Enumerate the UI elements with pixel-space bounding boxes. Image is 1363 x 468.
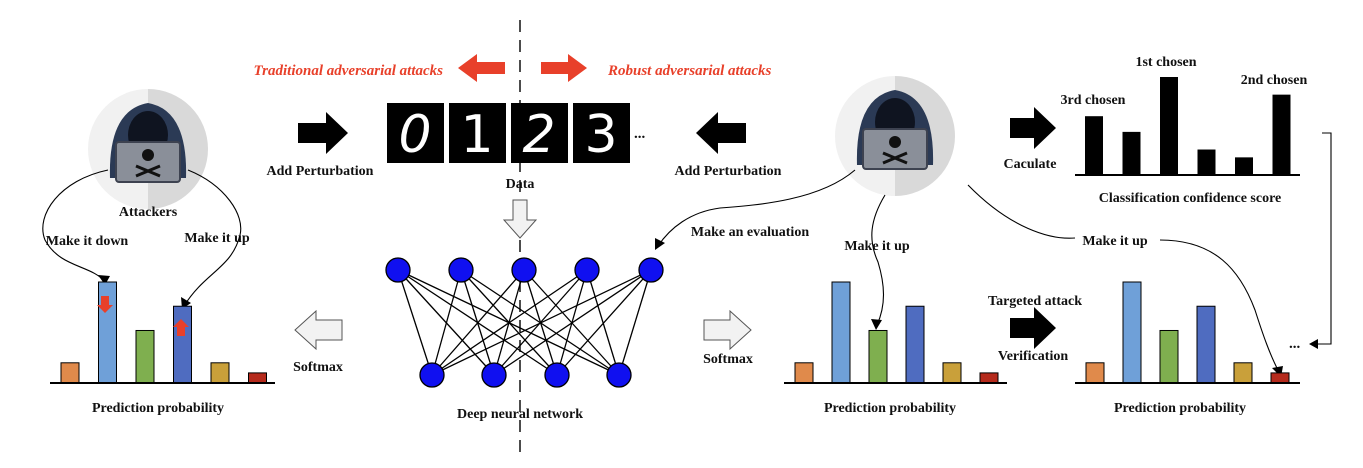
arrow-icon [502,199,538,239]
chart-bar [1085,116,1103,175]
pred-prob-mid-label: Prediction probability [824,401,956,416]
data-images: 0 1 2 3 [387,103,630,165]
digit: 0 [398,105,431,165]
make-down-label: Make it down [46,234,129,249]
hooded-hacker-icon [88,89,208,209]
digit-tile [449,103,506,163]
digit: 2 [522,105,555,165]
chart-bar [173,305,192,384]
arrow-icon [1010,307,1056,349]
prediction-chart-right [1075,281,1300,384]
chart-bar [1122,281,1142,384]
add-perturbation-right: Add Perturbation [675,164,782,179]
arrowhead [1309,339,1318,349]
connector-curve [967,184,1280,373]
chart-bar [1235,157,1253,175]
arrow-icon [1010,107,1056,149]
dnn-label: Deep neural network [457,407,583,422]
third-chosen-label: 3rd chosen [1061,93,1126,108]
chart-bar [1272,94,1291,175]
nn-node [511,257,537,283]
chart-bar [1270,372,1290,384]
chart-bar [1159,329,1179,384]
prediction-chart-mid [784,281,1007,384]
chart-bar [1196,305,1216,384]
connector-curve [871,194,886,326]
second-chosen-label: 2nd chosen [1241,73,1308,88]
chart-bar [1085,362,1105,384]
connector-curve [183,169,242,307]
connector-curve [657,169,856,247]
nn-node [419,362,445,388]
nn-connections [397,269,652,376]
nn-node [385,257,411,283]
digit-tile [387,103,444,163]
chart-bar [868,329,888,384]
arrow-icon [541,54,587,82]
chart-bar [135,329,155,384]
arrowhead [871,319,882,330]
digit: 1 [460,105,493,165]
nn-node [606,362,632,388]
ellipsis-right: ... [1289,336,1301,352]
digit-tile [573,103,630,163]
chart-bar [979,372,999,384]
make-evaluation-label: Make an evaluation [691,225,809,240]
chart-bar [1122,131,1141,175]
make-up-right-label: Make it up [1082,234,1148,249]
arrow-icon [294,309,343,351]
confidence-label: Classification confidence score [1099,191,1282,206]
chart-bar [248,372,267,384]
softmax-left: Softmax [293,360,343,375]
data-ellipsis: ... [634,126,646,142]
digit-tile [511,103,568,163]
attackers-label: Attackers [119,205,178,220]
nn-node [544,362,570,388]
chart-bar [210,362,230,384]
arrow-icon [458,54,505,82]
chart-bar [831,281,851,384]
nn-node [638,257,664,283]
add-perturbation-left: Add Perturbation [267,164,374,179]
softmax-right: Softmax [703,352,753,367]
nn-node [481,362,507,388]
make-up-mid-label: Make it up [844,239,910,254]
caculate-label: Caculate [1004,157,1057,172]
chart-bar [60,362,80,384]
chart-bar [942,362,962,384]
make-up-left-label: Make it up [184,231,250,246]
targeted-attack-label: Targeted attack [988,294,1082,309]
neural-network [385,257,664,388]
pred-prob-left-label: Prediction probability [92,401,224,416]
first-chosen-label: 1st chosen [1135,55,1196,70]
pred-prob-right-label: Prediction probability [1114,401,1246,416]
arrow-up-icon [173,319,189,336]
robust-label: Robust adversarial attacks [607,63,772,79]
arrow-icon [696,112,746,154]
chart-bar [1160,77,1178,175]
chart-bar [1197,149,1216,175]
arrow-down-icon [97,296,113,313]
arrow-icon [298,112,348,154]
prediction-chart-left [50,281,275,384]
nn-node [574,257,600,283]
connector-bracket [1315,132,1332,345]
chart-bar [794,362,814,384]
digit: 3 [584,105,617,165]
arrowhead [655,238,665,250]
arrow-icon [703,309,752,351]
connector-curve [42,169,109,283]
verification-label: Verification [998,349,1068,364]
confidence-chart [1075,77,1300,176]
traditional-label: Traditional adversarial attacks [254,63,444,79]
chart-bar [905,305,925,384]
nn-node [448,257,474,283]
data-label: Data [506,177,535,192]
arrowhead [98,275,110,285]
chart-bar [1233,362,1253,384]
hooded-hacker-icon [835,76,955,196]
